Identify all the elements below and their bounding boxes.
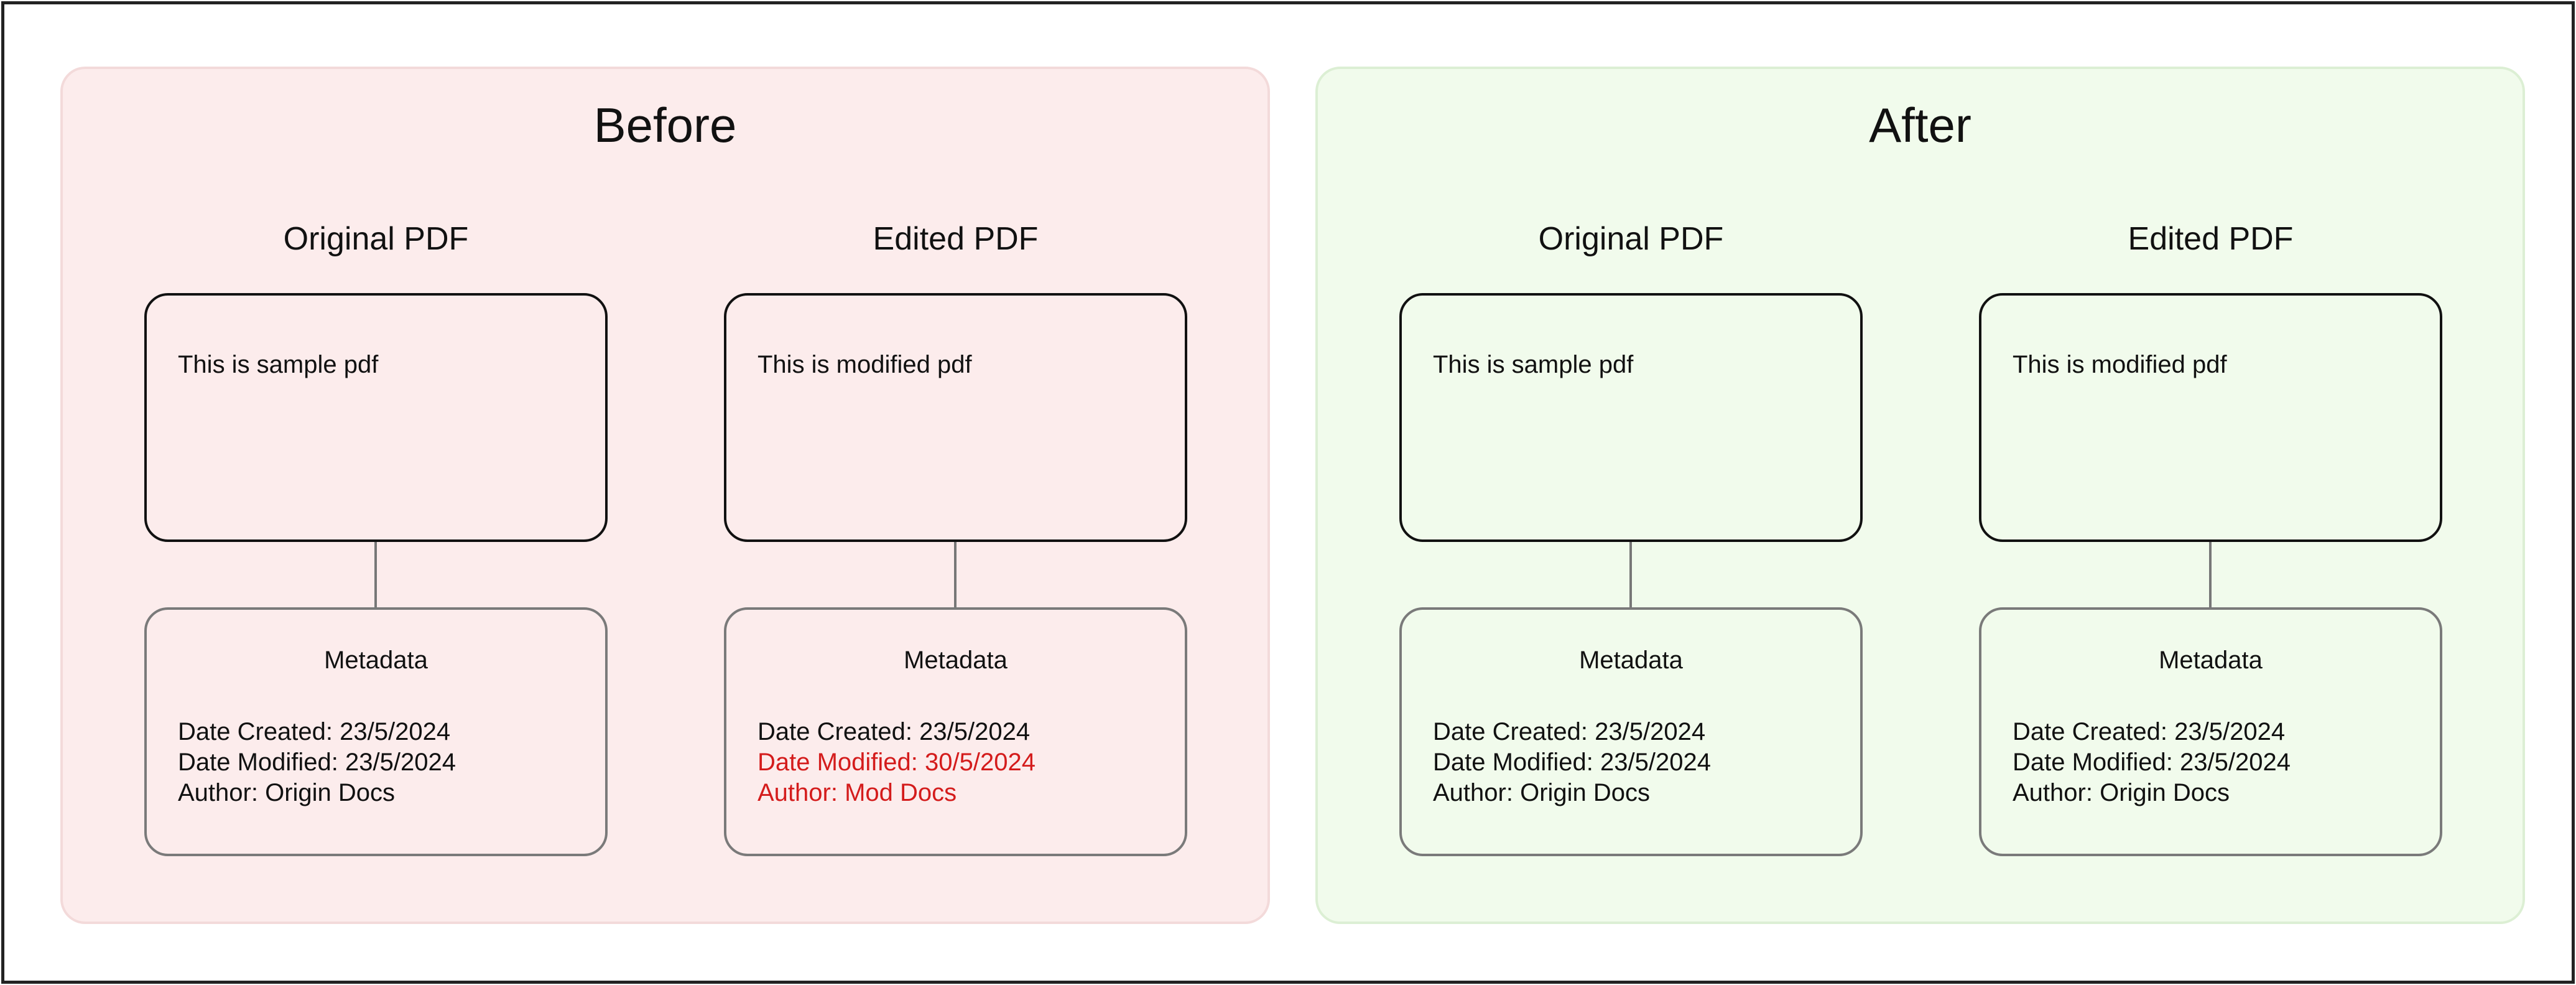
after-panel: After Original PDF This is sample pdf Me… [1315,67,2525,924]
column-title-edited-pdf: Edited PDF [2128,221,2294,257]
pdf-content-text: This is sample pdf [178,351,379,378]
metadata-fields: Date Created: 23/5/2024 Date Modified: 2… [2013,717,2291,808]
metadata-box: Metadata Date Created: 23/5/2024 Date Mo… [1399,607,1863,856]
pdf-content-text: This is modified pdf [758,351,972,378]
date-created-field: Date Created: 23/5/2024 [1433,718,1706,745]
metadata-fields: Date Created: 23/5/2024 Date Modified: 2… [1433,717,1711,808]
pdf-document-box: This is modified pdf [724,293,1187,542]
date-created-field: Date Created: 23/5/2024 [178,718,451,745]
date-modified-field: Date Modified: 23/5/2024 [2013,749,2291,776]
metadata-box: Metadata Date Created: 23/5/2024 Date Mo… [724,607,1187,856]
metadata-box: Metadata Date Created: 23/5/2024 Date Mo… [1979,607,2442,856]
pdf-content-text: This is modified pdf [2013,351,2227,378]
date-modified-field: Date Modified: 23/5/2024 [1433,749,1711,776]
metadata-fields: Date Created: 23/5/2024 Date Modified: 2… [178,717,456,808]
pdf-document-box: This is modified pdf [1979,293,2442,542]
panel-title-before: Before [593,98,737,152]
connector-line [2209,542,2212,607]
connector-line [374,542,377,607]
pdf-document-box: This is sample pdf [144,293,608,542]
before-panel: Before Original PDF This is sample pdf M… [60,67,1270,924]
pdf-content-text: This is sample pdf [1433,351,1634,378]
column-title-edited-pdf: Edited PDF [873,221,1039,257]
metadata-title: Metadata [904,647,1008,674]
pdf-document-box: This is sample pdf [1399,293,1863,542]
connector-line [954,542,957,607]
date-modified-field: Date Modified: 23/5/2024 [178,749,456,776]
panel-title-after: After [1869,98,1971,152]
connector-line [1629,542,1632,607]
metadata-title: Metadata [1579,647,1683,674]
metadata-title: Metadata [2159,647,2263,674]
author-field: Author: Origin Docs [1433,779,1651,806]
author-field-changed: Author: Mod Docs [758,779,957,806]
metadata-box: Metadata Date Created: 23/5/2024 Date Mo… [144,607,608,856]
author-field: Author: Origin Docs [178,779,396,806]
metadata-title: Metadata [324,647,428,674]
date-modified-field-changed: Date Modified: 30/5/2024 [758,749,1035,776]
date-created-field: Date Created: 23/5/2024 [758,718,1031,745]
date-created-field: Date Created: 23/5/2024 [2013,718,2286,745]
column-title-original-pdf: Original PDF [1538,221,1724,257]
metadata-fields: Date Created: 23/5/2024 Date Modified: 3… [758,717,1035,808]
author-field: Author: Origin Docs [2013,779,2230,806]
column-title-original-pdf: Original PDF [283,221,469,257]
